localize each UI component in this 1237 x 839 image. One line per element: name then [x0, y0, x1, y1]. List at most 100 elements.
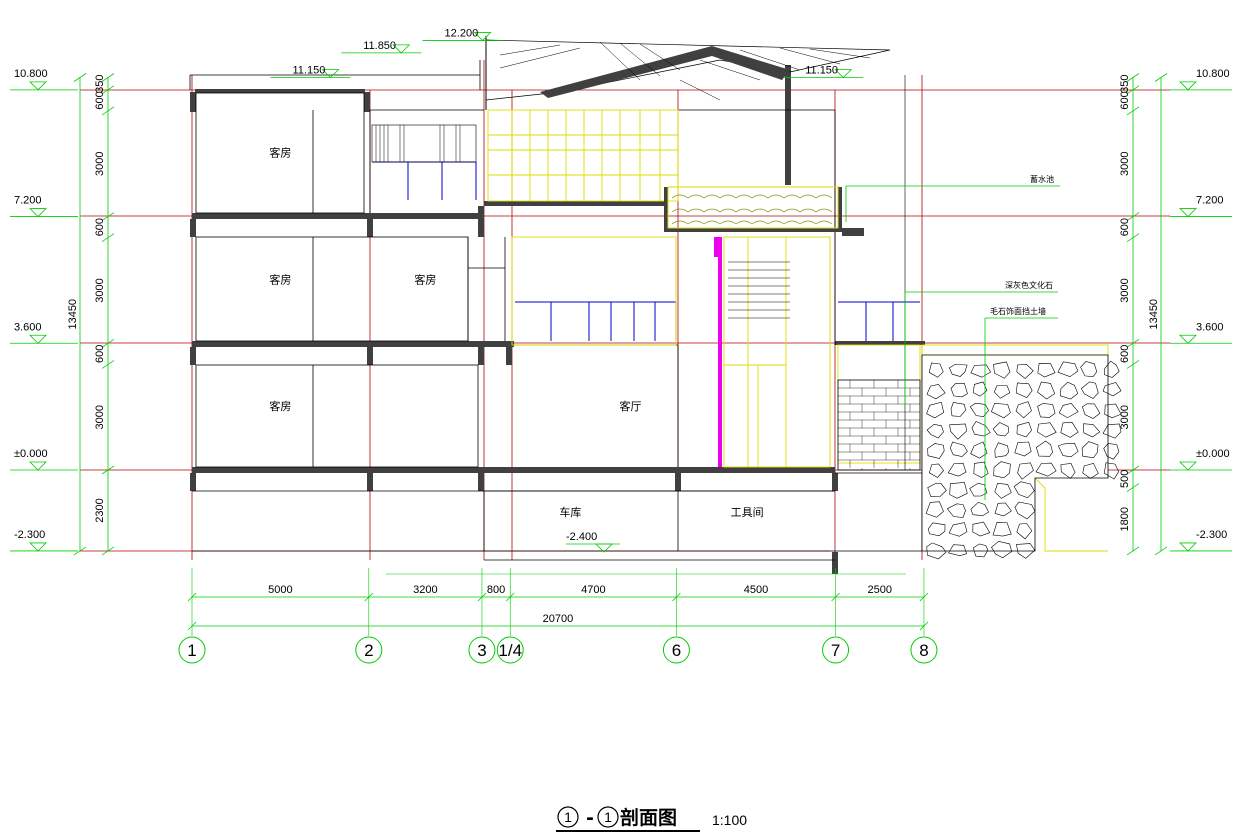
- left-dim-text: 600: [94, 218, 106, 236]
- top-level-label: 11.150: [805, 65, 838, 77]
- right-dim-tick: [1126, 233, 1140, 243]
- rubble-stone: [1104, 403, 1122, 419]
- dim-text: 4700: [581, 584, 605, 596]
- rubble-stone: [992, 521, 1012, 537]
- rubble-stone: [928, 362, 944, 378]
- title-name: 剖面图: [620, 806, 677, 829]
- level-label-right: 3.600: [1196, 321, 1224, 333]
- garage-level-text: -2.400: [566, 531, 597, 543]
- dim-tick: [364, 592, 374, 602]
- rubble-stone: [1016, 421, 1032, 438]
- right-dim-text: 3000: [1119, 152, 1131, 176]
- level-triangle-right: [1179, 334, 1197, 344]
- title-circle-b: [597, 806, 619, 828]
- rubble-stone: [1060, 463, 1076, 479]
- rubble-stone: [991, 402, 1011, 419]
- level-triangle-right: [1179, 208, 1197, 218]
- rubble-stone: [926, 542, 947, 560]
- level-triangle-left: [29, 334, 47, 344]
- room-label: 工具间: [731, 506, 764, 519]
- top-level-label: 11.150: [293, 65, 326, 77]
- rubble-stone: [1015, 401, 1032, 419]
- rubble-stone: [1083, 423, 1101, 438]
- rubble-stone: [1057, 442, 1079, 458]
- annotation-rubble-wall: 毛石饰面挡土墙: [990, 306, 1046, 316]
- rubble-stone: [1014, 501, 1036, 520]
- dim-text: 2500: [868, 584, 892, 596]
- rubble-pattern: [925, 360, 1122, 560]
- left-dim-text: 350: [94, 75, 106, 93]
- axis-label: 1/4: [498, 641, 522, 660]
- level-label-left: 10.800: [14, 68, 48, 80]
- axis-label: 6: [672, 641, 681, 660]
- rubble-stone: [1016, 523, 1033, 540]
- water-pool: [664, 186, 864, 236]
- rubble-stone: [1037, 403, 1056, 418]
- rubble-retaining-wall: [921, 354, 1122, 560]
- rubble-stone: [947, 462, 967, 477]
- axis-label: 2: [364, 641, 373, 660]
- rubble-stone: [950, 402, 966, 417]
- right-dim-tick: [1126, 360, 1140, 369]
- room-label: 客房: [269, 399, 291, 413]
- room-label: 客房: [414, 272, 436, 286]
- left-total-text: 13450: [67, 299, 79, 330]
- rubble-stone: [1080, 381, 1099, 399]
- axis-bubble: [355, 636, 383, 664]
- left-total-tick: [73, 73, 87, 82]
- right-dim-tick: [1126, 338, 1140, 348]
- building-structure: [80, 36, 1170, 574]
- right-dim-tick: [1126, 212, 1140, 221]
- level-triangle-right: [1179, 461, 1197, 471]
- title-scale: 1:100: [712, 812, 747, 828]
- right-dim-tick: [1126, 465, 1140, 475]
- right-dim-text: 600: [1119, 345, 1131, 363]
- axis-bubble: [496, 636, 524, 664]
- rubble-stone: [949, 441, 968, 457]
- rubble-stone: [971, 421, 991, 437]
- room-labels: 客房客房客房客房客厅车库工具间: [269, 146, 763, 519]
- left-dim-text: 3000: [94, 278, 106, 302]
- axis-label: 3: [477, 641, 486, 660]
- dim-tick: [831, 592, 840, 602]
- level-label-right: -2.300: [1196, 529, 1227, 541]
- dim-tick: [187, 592, 197, 602]
- rubble-stone: [1081, 441, 1099, 459]
- dim-tick: [505, 592, 515, 602]
- axis-bubble: [662, 636, 690, 664]
- drawing-title: 1 - 1 剖面图 1:100: [556, 806, 747, 832]
- annotation-leaders: 蓄水池 深灰色文化石 毛石饰面挡土墙: [845, 174, 1060, 500]
- level-label-left: 7.200: [14, 195, 42, 207]
- rubble-stone: [925, 501, 944, 518]
- rubble-stone: [1014, 441, 1032, 457]
- glazing-stair: [511, 236, 1109, 552]
- rubble-stone: [1082, 462, 1099, 479]
- title-circle-a-text: 1: [564, 809, 572, 825]
- floor-slabs: [192, 89, 925, 473]
- level-markers: 10.8007.2003.600±0.000-2.30010.8007.2003…: [10, 28, 1232, 552]
- left-dim-tick: [101, 106, 115, 116]
- level-label-left: 3.600: [14, 321, 42, 333]
- rubble-stone: [1059, 381, 1079, 400]
- right-dim-tick: [1126, 73, 1140, 82]
- rubble-stone: [1102, 382, 1122, 397]
- rubble-stone: [972, 521, 991, 537]
- rubble-stone: [994, 442, 1010, 458]
- axis-label: 7: [831, 641, 840, 660]
- top-level-triangle: [473, 32, 492, 42]
- rubble-stone: [926, 423, 944, 439]
- left-total-tick: [73, 546, 87, 556]
- level-triangle-right: [1179, 81, 1197, 91]
- rubble-stone: [970, 501, 989, 517]
- axis-label: 1: [187, 641, 196, 660]
- rubble-stone: [991, 540, 1013, 559]
- rubble-stone: [994, 482, 1012, 499]
- rubble-stone: [926, 384, 946, 400]
- windows-middle: [515, 301, 920, 341]
- left-dim-text: 3000: [94, 152, 106, 176]
- right-total-tick: [1154, 73, 1168, 82]
- right-dim-tick: [1126, 106, 1140, 116]
- rubble-stone: [993, 461, 1011, 479]
- axis-bubble: [910, 636, 938, 664]
